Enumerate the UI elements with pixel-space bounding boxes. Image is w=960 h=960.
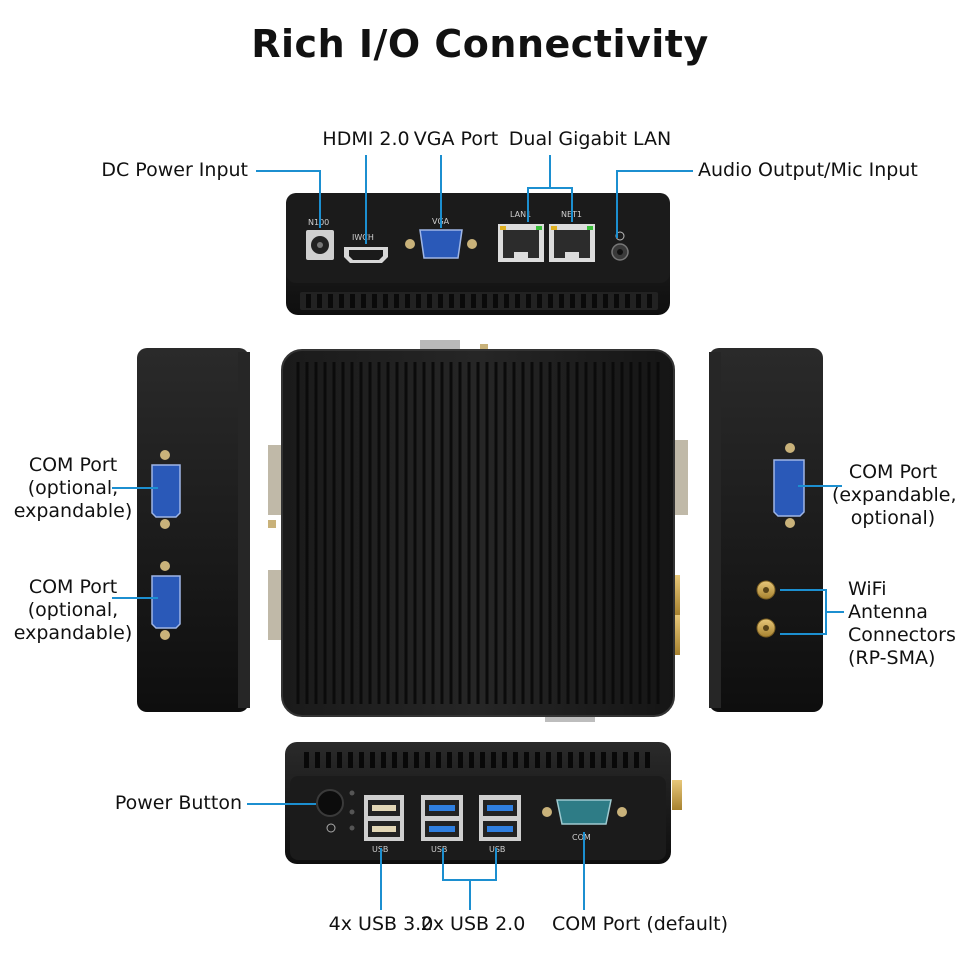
svg-text:IWCH: IWCH (352, 233, 374, 242)
power-button (316, 789, 355, 833)
svg-text:LAN1: LAN1 (510, 210, 531, 219)
front-panel-view: USB USB USB COM (285, 742, 682, 864)
wifi-antenna-connector-1 (756, 580, 776, 600)
top-heatsink-view (268, 340, 688, 722)
label-vga-port: VGA Port (413, 128, 499, 150)
com-port-front: COM (542, 799, 627, 842)
leader-lines (112, 155, 844, 910)
svg-text:USB: USB (431, 845, 447, 854)
label-usb2: 2x USB 2.0 (420, 913, 526, 935)
label-com-default: COM Port (default) (551, 913, 729, 935)
wifi-antenna-connector-2 (756, 618, 776, 638)
svg-text:USB: USB (489, 845, 505, 854)
label-usb3: 4x USB 3.0 (328, 913, 434, 935)
page-title: Rich I/O Connectivity (251, 22, 709, 66)
rear-panel-view: N100 IWCH VGA LAN1 (286, 193, 670, 315)
hdmi-port: IWCH (344, 233, 388, 263)
left-side-view (137, 348, 250, 712)
label-com-left-bottom: COM Port(optional,expandable) (13, 576, 133, 644)
usb-stack-2: USB (421, 795, 463, 854)
label-hdmi: HDMI 2.0 (322, 128, 410, 150)
com-port-left-bottom (151, 561, 181, 640)
label-com-left-top: COM Port(optional,expandable) (13, 454, 133, 522)
com-port-left-top (151, 450, 181, 529)
dc-power-jack: N100 (306, 218, 334, 260)
label-power-button: Power Button (114, 792, 242, 814)
label-dc-power-input: DC Power Input (101, 159, 248, 181)
lan-port-1: LAN1 (498, 210, 544, 262)
usb-stack-3: USB (479, 795, 521, 854)
svg-text:COM: COM (572, 833, 591, 842)
right-side-view (709, 348, 823, 712)
lan-port-2: NET1 (549, 210, 595, 262)
label-dual-gigabit-lan: Dual Gigabit LAN (508, 128, 672, 150)
com-port-right (773, 443, 805, 528)
label-com-right: COM Port(expandable,optional) (832, 461, 957, 529)
usb-stack-1: USB (364, 795, 404, 854)
svg-text:N100: N100 (308, 218, 329, 227)
label-audio: Audio Output/Mic Input (698, 159, 918, 181)
